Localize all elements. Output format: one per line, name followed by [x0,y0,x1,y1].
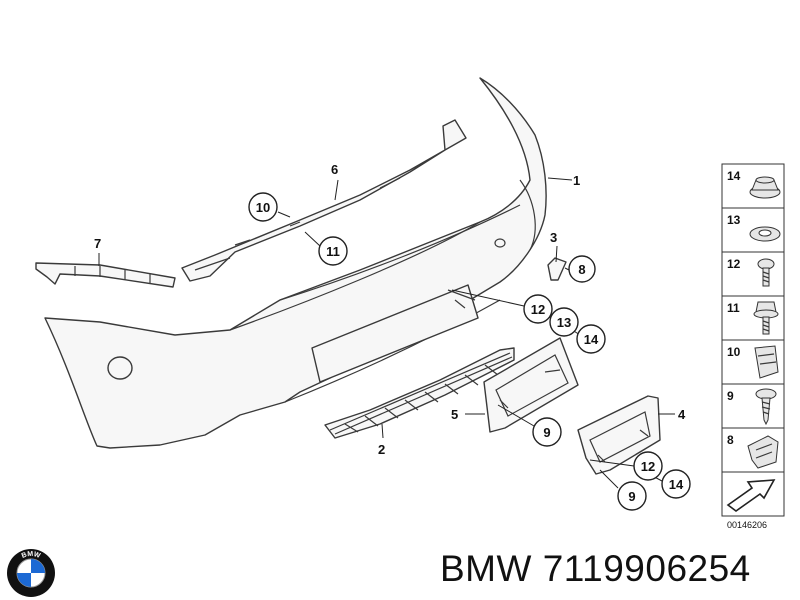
callout-3: 3 [550,230,557,245]
flange-screw-icon [753,301,779,335]
callout-9-upper: 9 [532,417,562,447]
callout-5: 5 [451,407,458,422]
callout-11: 11 [318,236,348,266]
self-tapping-screw-icon [755,388,777,426]
fastener-legend: 14 13 12 11 10 9 8 [721,163,785,530]
legend-label-10: 10 [727,345,741,359]
callout-8: 8 [568,255,596,283]
callout-2: 2 [378,442,385,457]
svg-text:8: 8 [578,262,585,277]
svg-text:14: 14 [669,477,684,492]
callout-4: 4 [678,407,686,422]
callout-9-lower: 9 [617,481,647,511]
legend-label-8: 8 [727,433,734,447]
svg-text:12: 12 [641,459,655,474]
svg-text:13: 13 [557,315,571,330]
svg-text:7: 7 [94,236,101,251]
grommet-icon [749,176,781,199]
svg-text:BMW: BMW [21,551,42,560]
upper-reinforcement-strip [181,119,467,282]
licence-plate-base [483,337,579,433]
rear-bumper-panel [44,77,547,449]
callout-7: 7 [94,236,101,251]
svg-text:11: 11 [326,244,340,259]
leader-lines [98,177,675,489]
callout-13: 13 [549,307,579,337]
cover-clip [547,257,567,281]
callout-1: 1 [573,173,580,188]
svg-text:10: 10 [256,200,270,215]
callout-12-lower: 12 [633,451,663,481]
svg-text:4: 4 [678,407,686,422]
licence-plate-bracket [577,395,661,475]
callout-14-lower: 14 [661,469,691,499]
legend-label-11: 11 [727,301,740,315]
bmw-logo: BMW [7,549,55,597]
logo-text: BMW [21,551,42,560]
svg-text:5: 5 [451,407,458,422]
svg-text:9: 9 [543,425,550,440]
svg-text:12: 12 [531,302,545,317]
svg-text:14: 14 [584,332,599,347]
drawing-number: 00146206 [727,520,767,530]
legend-label-13: 13 [727,213,741,227]
direction-arrow-icon [726,479,776,512]
svg-text:9: 9 [628,489,635,504]
svg-text:6: 6 [331,162,338,177]
legend-label-14: 14 [727,169,741,183]
grille-insert [324,347,515,439]
brand-part-number: BMW 7119906254 [440,548,751,590]
legend-label-12: 12 [727,257,741,271]
svg-text:3: 3 [550,230,557,245]
part-number: 7119906254 [542,548,751,589]
svg-text:2: 2 [378,442,385,457]
callout-12-upper: 12 [523,294,553,324]
cover-clip-icon [747,435,779,469]
callout-6: 6 [331,162,338,177]
svg-text:1: 1 [573,173,580,188]
side-bracket-strip [35,262,176,288]
callout-14-upper: 14 [576,324,606,354]
legend-label-9: 9 [727,389,734,403]
callout-10: 10 [248,192,278,222]
clip-nut-icon [754,345,779,379]
screw-icon [757,258,775,287]
washer-icon [749,226,781,242]
brand-name: BMW [440,548,532,589]
